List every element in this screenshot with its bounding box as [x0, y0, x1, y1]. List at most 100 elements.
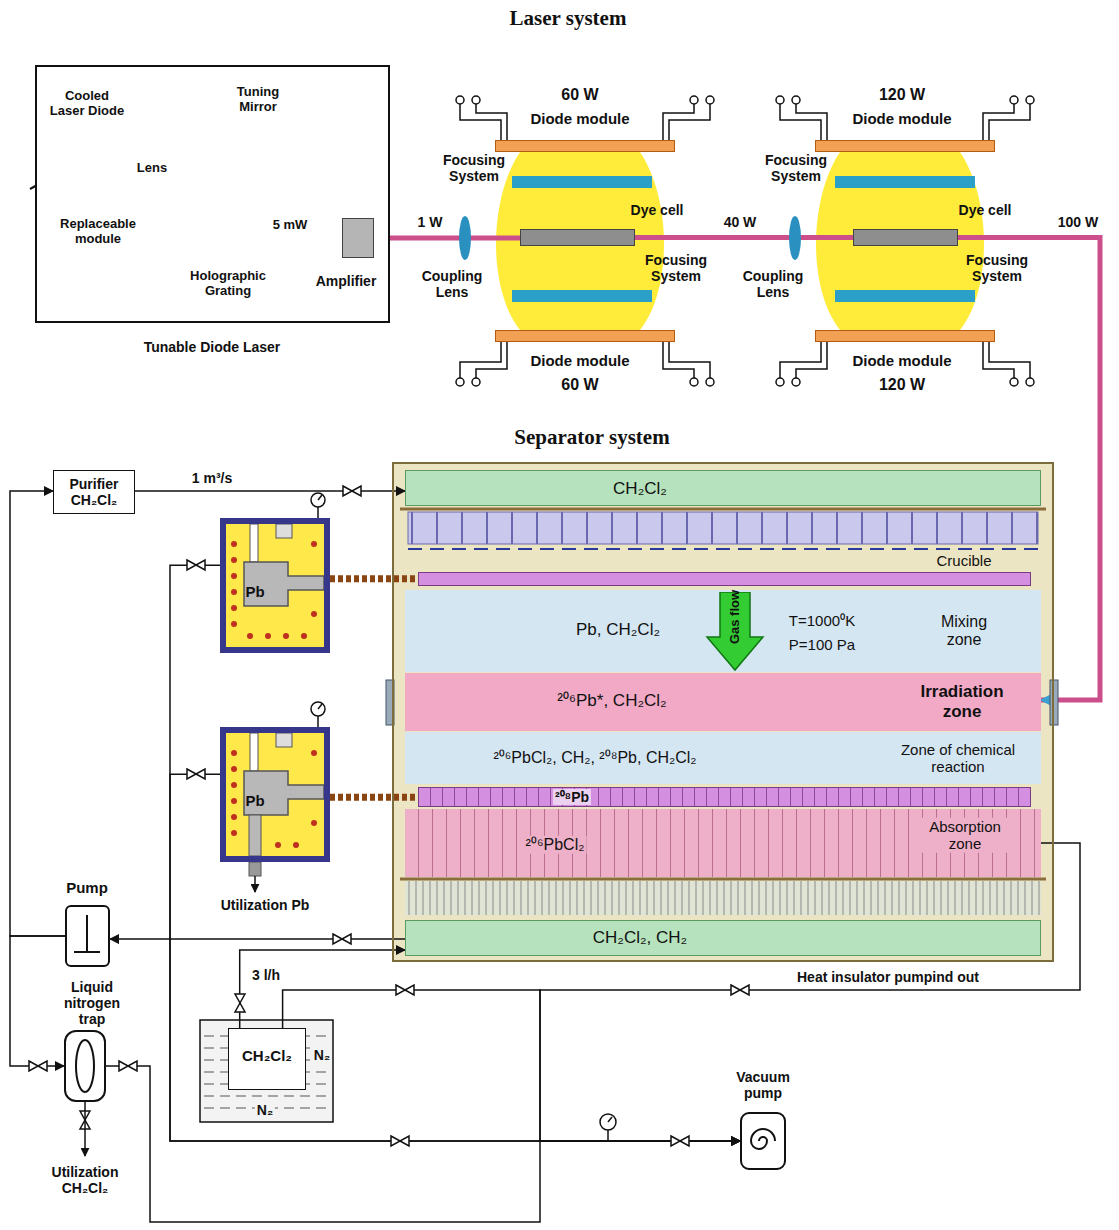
vacuum-pump: Vacuum pump [740, 1112, 786, 1170]
drawing-part [408, 548, 1038, 550]
node-text: Diode module [852, 352, 951, 369]
drawing-part [983, 342, 1034, 386]
title: Laser system [510, 6, 627, 30]
part-label: N₂ [312, 1047, 332, 1063]
part-label: Coupling Lens [738, 268, 808, 300]
lead-furnace: Pb [220, 518, 330, 653]
edge-label: Heat insulator pumpind out [795, 969, 981, 985]
drawing-part [231, 750, 317, 848]
node-text: Tunable Diode Laser [144, 339, 281, 355]
purifier-box: Purifier CH₂Cl₂ [53, 470, 135, 514]
connector [10, 936, 65, 1066]
drawing-part [318, 495, 322, 500]
drawing-part [249, 815, 261, 856]
drawing-part [663, 96, 714, 140]
node-text: Separator system [514, 425, 669, 449]
furnace-interior [226, 733, 324, 856]
node-text: 120 W [879, 376, 925, 394]
drawing-part [276, 733, 292, 747]
node-text: 60 W [561, 86, 598, 104]
drawing-part [29, 1061, 47, 1071]
separator-details [386, 509, 1058, 879]
node-text: Crucible [936, 552, 991, 569]
drawing-part [231, 814, 237, 820]
drawing-part [408, 512, 1038, 544]
part-label: Replaceable module [51, 217, 146, 247]
trap-insert [76, 1040, 94, 1092]
node-text: CH₂Cl₂ [242, 1047, 292, 1064]
drawing-part [456, 342, 507, 386]
connector [374, 236, 520, 241]
drawing-part [317, 507, 319, 518]
node-text: Pb [245, 583, 264, 600]
part-label: Focusing System [640, 252, 712, 284]
node-text: T=1000⁰K [789, 612, 855, 629]
node-text: Irradiation zone [907, 682, 1017, 721]
connector [540, 843, 1080, 1141]
drawing-part [333, 934, 351, 944]
gas-inlet-band: CH₂Cl₂ [405, 470, 1041, 506]
drawing-part [231, 830, 237, 836]
coupling-lens [789, 216, 801, 260]
drawing-part [311, 611, 317, 617]
part-label: Utilization Pb [221, 897, 310, 913]
absorption-zone: ²⁰⁶PbCl₂Absorption zone [405, 809, 1041, 877]
diode-module: Diode module120 W [815, 330, 995, 342]
drawing-part [663, 342, 714, 386]
drawing-part [250, 524, 258, 562]
connector [330, 794, 418, 801]
drawing-part [283, 633, 289, 639]
drawing-part [265, 633, 271, 639]
drawing-part [835, 290, 975, 302]
gas-outlet-band: CH₂Cl₂, CH₂ [405, 920, 1041, 956]
drawing-part [343, 486, 361, 496]
part-label: Coupling Lens [417, 268, 487, 300]
drawing-part [311, 541, 317, 547]
outlet-line [254, 876, 256, 892]
drawing-part [231, 798, 237, 804]
part-label: Focusing System [438, 152, 510, 184]
drawing-part [311, 750, 317, 756]
drawing-part [671, 1136, 689, 1146]
drawing-part [231, 541, 317, 639]
drawing-part [400, 878, 1046, 881]
drawing-part [231, 782, 237, 788]
amplifier-box: Amplifier [342, 218, 374, 258]
drawing-part [276, 524, 292, 538]
drawing-part [293, 842, 299, 848]
drawing-part [456, 96, 507, 140]
part-label: N₂ [255, 1102, 275, 1118]
drawing-part [231, 766, 237, 772]
drawing-part [231, 541, 237, 547]
drawing-part [512, 176, 652, 188]
part-label: Holographic Grating [183, 269, 273, 299]
drawing-part [235, 994, 245, 1012]
drawing-part [244, 562, 324, 606]
drawing-part [400, 508, 1046, 511]
drawing-part [318, 704, 322, 709]
drawing-part [301, 633, 307, 639]
node-text: CH₂Cl₂, CH₂ [593, 928, 687, 948]
focusing-system [512, 176, 975, 302]
connector [330, 575, 418, 582]
node-text: Diode module [530, 352, 629, 369]
drawing-part [405, 881, 1041, 915]
connector [240, 950, 405, 1028]
node-text: Liquid nitrogen trap [57, 979, 127, 1027]
connector [106, 1066, 740, 1222]
pump-box: Pump [65, 905, 110, 967]
node-text: Zone of chemical reaction [893, 741, 1023, 776]
connector [10, 491, 65, 936]
drawing-part [496, 152, 664, 330]
drawing-part [244, 771, 324, 815]
drawing-part [231, 621, 237, 627]
drawing-part [119, 1061, 137, 1071]
drawing-part [731, 985, 749, 995]
drawing-part [204, 1096, 330, 1097]
node-text: Diode module [530, 110, 629, 127]
part-label: 5 mW [273, 218, 308, 233]
drawing-part [231, 573, 237, 579]
drawing-part [317, 716, 319, 727]
node-text: ²⁰⁶PbCl₂ [524, 836, 587, 854]
